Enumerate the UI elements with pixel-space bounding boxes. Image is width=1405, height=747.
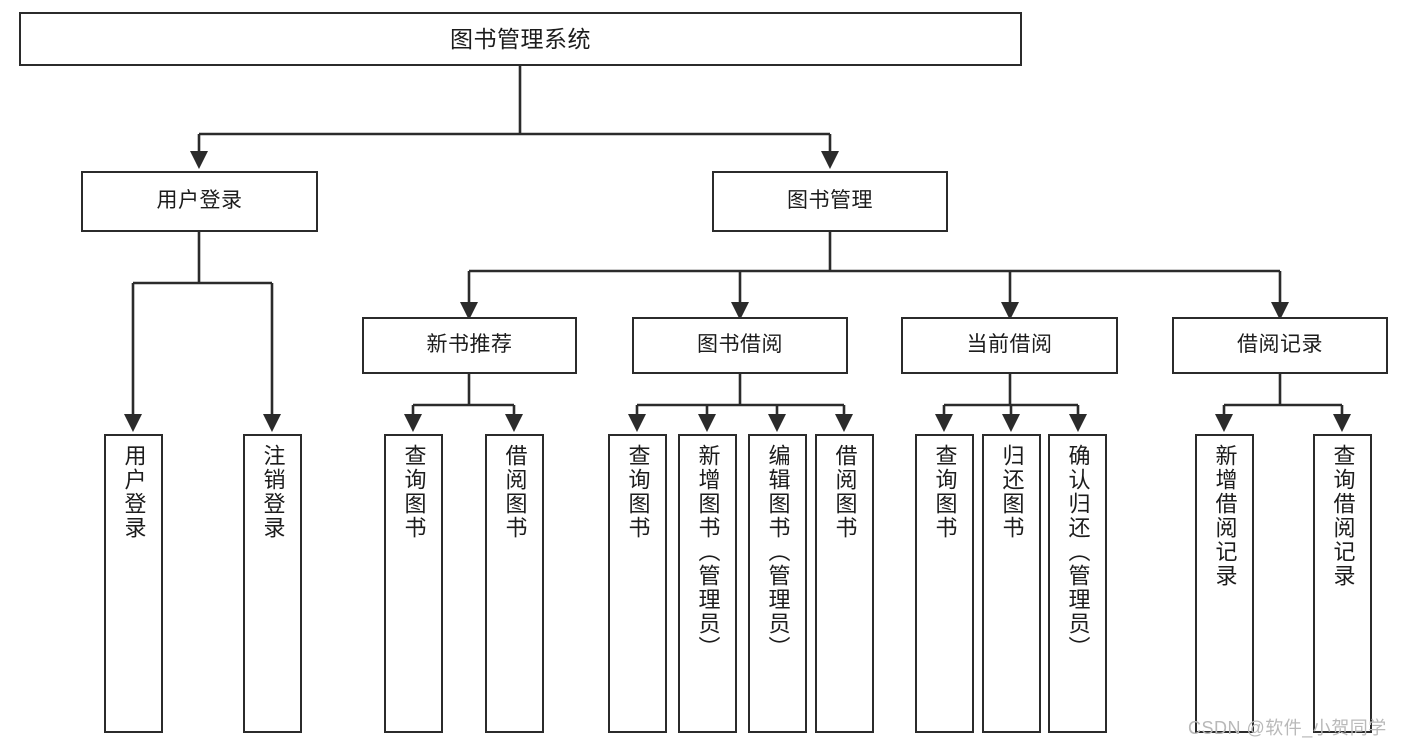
leaf-search-borrow-record-label: 查询借阅记录	[1330, 444, 1356, 588]
leaf-return-book-label: 归还图书	[999, 444, 1025, 540]
node-root[interactable]: 图书管理系统	[19, 12, 1022, 66]
node-user-login[interactable]: 用户登录	[81, 171, 318, 232]
leaf-add-book-admin-label: 新增图书（管理员）	[695, 444, 721, 660]
leaf-confirm-return-admin[interactable]: 确认归还（管理员）	[1048, 434, 1107, 733]
leaf-edit-book-admin-label: 编辑图书（管理员）	[765, 444, 791, 660]
leaf-borrow-book[interactable]: 借阅图书	[815, 434, 874, 733]
node-current-borrow-label: 当前借阅	[966, 333, 1053, 357]
node-user-login-label: 用户登录	[156, 189, 243, 213]
node-book-management-label: 图书管理	[787, 189, 873, 213]
leaf-logout-label: 注销登录	[260, 444, 286, 540]
leaf-search-book-borrow[interactable]: 查询图书	[608, 434, 667, 733]
leaf-edit-book-admin[interactable]: 编辑图书（管理员）	[748, 434, 807, 733]
node-root-label: 图书管理系统	[450, 25, 591, 52]
leaf-logout[interactable]: 注销登录	[243, 434, 302, 733]
node-book-borrow[interactable]: 图书借阅	[632, 317, 848, 374]
node-borrow-records[interactable]: 借阅记录	[1172, 317, 1388, 374]
leaf-search-borrow-record[interactable]: 查询借阅记录	[1313, 434, 1372, 733]
leaf-confirm-return-admin-label: 确认归还（管理员）	[1065, 444, 1091, 660]
node-borrow-records-label: 借阅记录	[1237, 333, 1323, 357]
leaf-borrow-book-recommend[interactable]: 借阅图书	[485, 434, 544, 733]
leaf-borrow-book-recommend-label: 借阅图书	[502, 444, 528, 540]
csdn-watermark: CSDN @软件_小贺同学	[1188, 718, 1387, 738]
leaf-user-login[interactable]: 用户登录	[104, 434, 163, 733]
node-book-management[interactable]: 图书管理	[712, 171, 948, 232]
leaf-add-borrow-record[interactable]: 新增借阅记录	[1195, 434, 1254, 733]
leaf-search-book-borrow-label: 查询图书	[625, 444, 651, 540]
leaf-add-book-admin[interactable]: 新增图书（管理员）	[678, 434, 737, 733]
leaf-search-book-current[interactable]: 查询图书	[915, 434, 974, 733]
node-new-book-recommend-label: 新书推荐	[426, 333, 513, 357]
node-current-borrow[interactable]: 当前借阅	[901, 317, 1118, 374]
leaf-borrow-book-label: 借阅图书	[832, 444, 858, 540]
leaf-return-book[interactable]: 归还图书	[982, 434, 1041, 733]
leaf-search-book-recommend[interactable]: 查询图书	[384, 434, 443, 733]
leaf-add-borrow-record-label: 新增借阅记录	[1212, 444, 1238, 588]
leaf-search-book-recommend-label: 查询图书	[401, 444, 427, 540]
leaf-search-book-current-label: 查询图书	[932, 444, 958, 540]
node-book-borrow-label: 图书借阅	[697, 333, 783, 357]
leaf-user-login-label: 用户登录	[121, 444, 147, 540]
node-new-book-recommend[interactable]: 新书推荐	[362, 317, 577, 374]
